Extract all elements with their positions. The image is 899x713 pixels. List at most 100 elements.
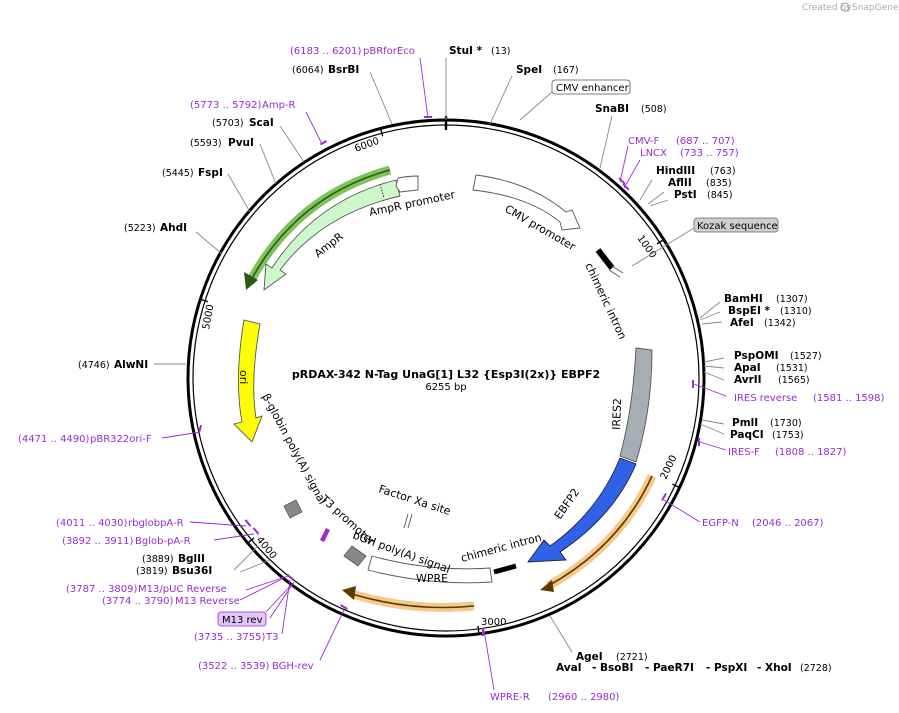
- svg-text:SnapGene: SnapGene: [852, 3, 899, 13]
- ruler-tick: [379, 128, 384, 137]
- site-aflii: AflII: [668, 177, 692, 189]
- site-ahdi-pos: (5223): [124, 223, 156, 234]
- site-apai-pos: (1531): [776, 363, 808, 374]
- site-snabi: SnaBI: [595, 103, 629, 115]
- site-bsobi: - BsoBI: [592, 662, 633, 674]
- site-paqci: PaqCI: [730, 429, 764, 441]
- site-hindiii: HindIII: [656, 165, 695, 177]
- primer-rbglobpa: rbglobpA-R: [128, 518, 184, 529]
- site-avrii-pos: (1565): [778, 375, 810, 386]
- site-pmli: PmlI: [732, 417, 758, 429]
- ruler-1000: 1000: [635, 233, 659, 260]
- site-bglii-pos: (3889): [142, 554, 174, 565]
- site-xhoi-pos: (2728): [800, 663, 832, 674]
- ruler-6000: 6000: [353, 136, 381, 155]
- site-bglii: BglII: [178, 553, 205, 565]
- primer-labels: (6183 .. 6201) pBRforEco (5773 .. 5792) …: [18, 46, 885, 703]
- site-pspxi: - PspXI: [706, 662, 747, 674]
- ebfp2-feature[interactable]: [527, 457, 637, 563]
- site-alwni: AlwNI: [114, 359, 148, 371]
- primer-pbr322: pBR322ori-F: [90, 434, 152, 445]
- svg-text:Created by: Created by: [802, 3, 852, 13]
- beta-globin-box[interactable]: [283, 499, 303, 519]
- primer-cmvf: CMV-F: [628, 136, 659, 147]
- beta-globin-label: β-globin poly(A) signal: [259, 391, 329, 506]
- ruler-tick: [477, 625, 480, 634]
- primer-m13rev: M13 Reverse: [175, 596, 240, 607]
- factor-xa-label: Factor Xa site: [377, 482, 452, 518]
- ori-label: ori: [237, 370, 250, 384]
- primer-lncx-range: (733 .. 757): [680, 148, 739, 159]
- primer-ampr: Amp-R: [262, 100, 296, 111]
- site-ahdi: AhdI: [160, 222, 187, 234]
- site-bsu36i-pos: (3819): [136, 566, 168, 577]
- ruler-tick: [656, 238, 665, 245]
- site-fspi: FspI: [198, 167, 223, 179]
- site-bsrbi: BsrBI: [328, 64, 359, 76]
- kozak-sequence-box[interactable]: Kozak sequence: [693, 217, 779, 233]
- cmv-enhancer-box[interactable]: CMV enhancer: [519, 79, 631, 121]
- ebfp2-outer-arc: [547, 475, 653, 587]
- site-afei-pos: (1342): [764, 318, 796, 329]
- wpre-label: WPRE: [416, 572, 448, 585]
- wpre-feature[interactable]: [367, 555, 493, 584]
- primer-bglobpa: Bglob-pA-R: [135, 536, 191, 547]
- ebfp2-outer-arrowhead: [540, 580, 554, 592]
- primer-iresrev: IRES reverse: [734, 393, 797, 404]
- primer-bglobpa-range: (3892 .. 3911): [62, 536, 134, 547]
- site-stui-pos: (13): [491, 46, 511, 57]
- m13-rev-box[interactable]: M13 rev: [217, 583, 293, 627]
- site-scai-pos: (5703): [212, 118, 244, 129]
- primer-wprer: WPRE-R: [490, 692, 530, 703]
- cmv-promoter-arrow[interactable]: [472, 174, 581, 231]
- site-pspompi: PspOMI: [734, 350, 779, 362]
- ires2-label: IRES2: [610, 398, 624, 430]
- primer-iresrev-range: (1581 .. 1598): [813, 393, 885, 404]
- chimeric-intron-bottom-bar[interactable]: [493, 563, 517, 575]
- site-paqci-pos: (1753): [772, 430, 804, 441]
- site-spei: SpeI: [516, 64, 542, 76]
- ori-feature[interactable]: [233, 319, 263, 443]
- ruler-4000: 4000: [254, 535, 279, 562]
- chimeric-intron-top-bar[interactable]: [595, 248, 615, 270]
- site-pvui: PvuI: [228, 137, 254, 149]
- primer-bghrev-range: (3522 .. 3539): [198, 661, 270, 672]
- site-pspompi-pos: (1527): [790, 351, 822, 362]
- site-stui: StuI *: [449, 45, 483, 57]
- primer-m13puc-range: (3787 .. 3809): [66, 584, 138, 595]
- ampr-promoter-feature[interactable]: [395, 175, 419, 193]
- ruler-5000: 5000: [201, 304, 216, 331]
- site-bsu36i: Bsu36I: [172, 565, 212, 577]
- primer-m13puc: M13/pUC Reverse: [138, 584, 227, 595]
- primer-leader-lines: [161, 57, 727, 691]
- factor-xa-marker: [403, 513, 413, 529]
- ampr-outer-arc: [249, 169, 391, 283]
- site-bamhi-pos: (1307): [776, 294, 808, 305]
- primer-rbglobpa-range: (4011 .. 4030): [56, 518, 128, 529]
- site-avai: AvaI: [556, 662, 582, 674]
- site-agei: AgeI: [576, 651, 603, 663]
- primer-egfpn: EGFP-N: [702, 518, 739, 529]
- ebfp2-label: EBFP2: [552, 486, 582, 522]
- site-afei: AfeI: [730, 317, 754, 329]
- ruler-tick: [247, 537, 255, 544]
- plasmid-size: 6255 bp: [425, 382, 466, 393]
- site-bamhi: BamHI: [724, 293, 763, 305]
- wpre-outer-arrowhead: [342, 586, 356, 600]
- ampr-start-marker: [379, 183, 385, 199]
- site-avrii: AvrII: [734, 374, 762, 386]
- ampr-feature[interactable]: [263, 179, 401, 291]
- svg-text:M13 rev: M13 rev: [222, 615, 263, 626]
- primer-m13rev-range: (3774 .. 3790): [102, 596, 174, 607]
- ebfp2-outer-highlight: [545, 474, 657, 590]
- site-fspi-pos: (5445): [162, 168, 194, 179]
- ires2-feature[interactable]: [619, 347, 653, 463]
- primer-iresf-range: (1808 .. 1827): [775, 447, 847, 458]
- bgh-polya-box[interactable]: [343, 545, 367, 567]
- site-spei-pos: (167): [553, 65, 579, 76]
- primer-t3: T3: [265, 632, 278, 643]
- restriction-site-labels: StuI * (13) SpeI (167) SnaBI (508) HindI…: [78, 45, 832, 674]
- primer-pbr322-range: (4471 .. 4490): [18, 434, 90, 445]
- plasmid-name: pRDAX-342 N-Tag UnaG[1] L32 {Esp3I(2x)} …: [292, 368, 600, 381]
